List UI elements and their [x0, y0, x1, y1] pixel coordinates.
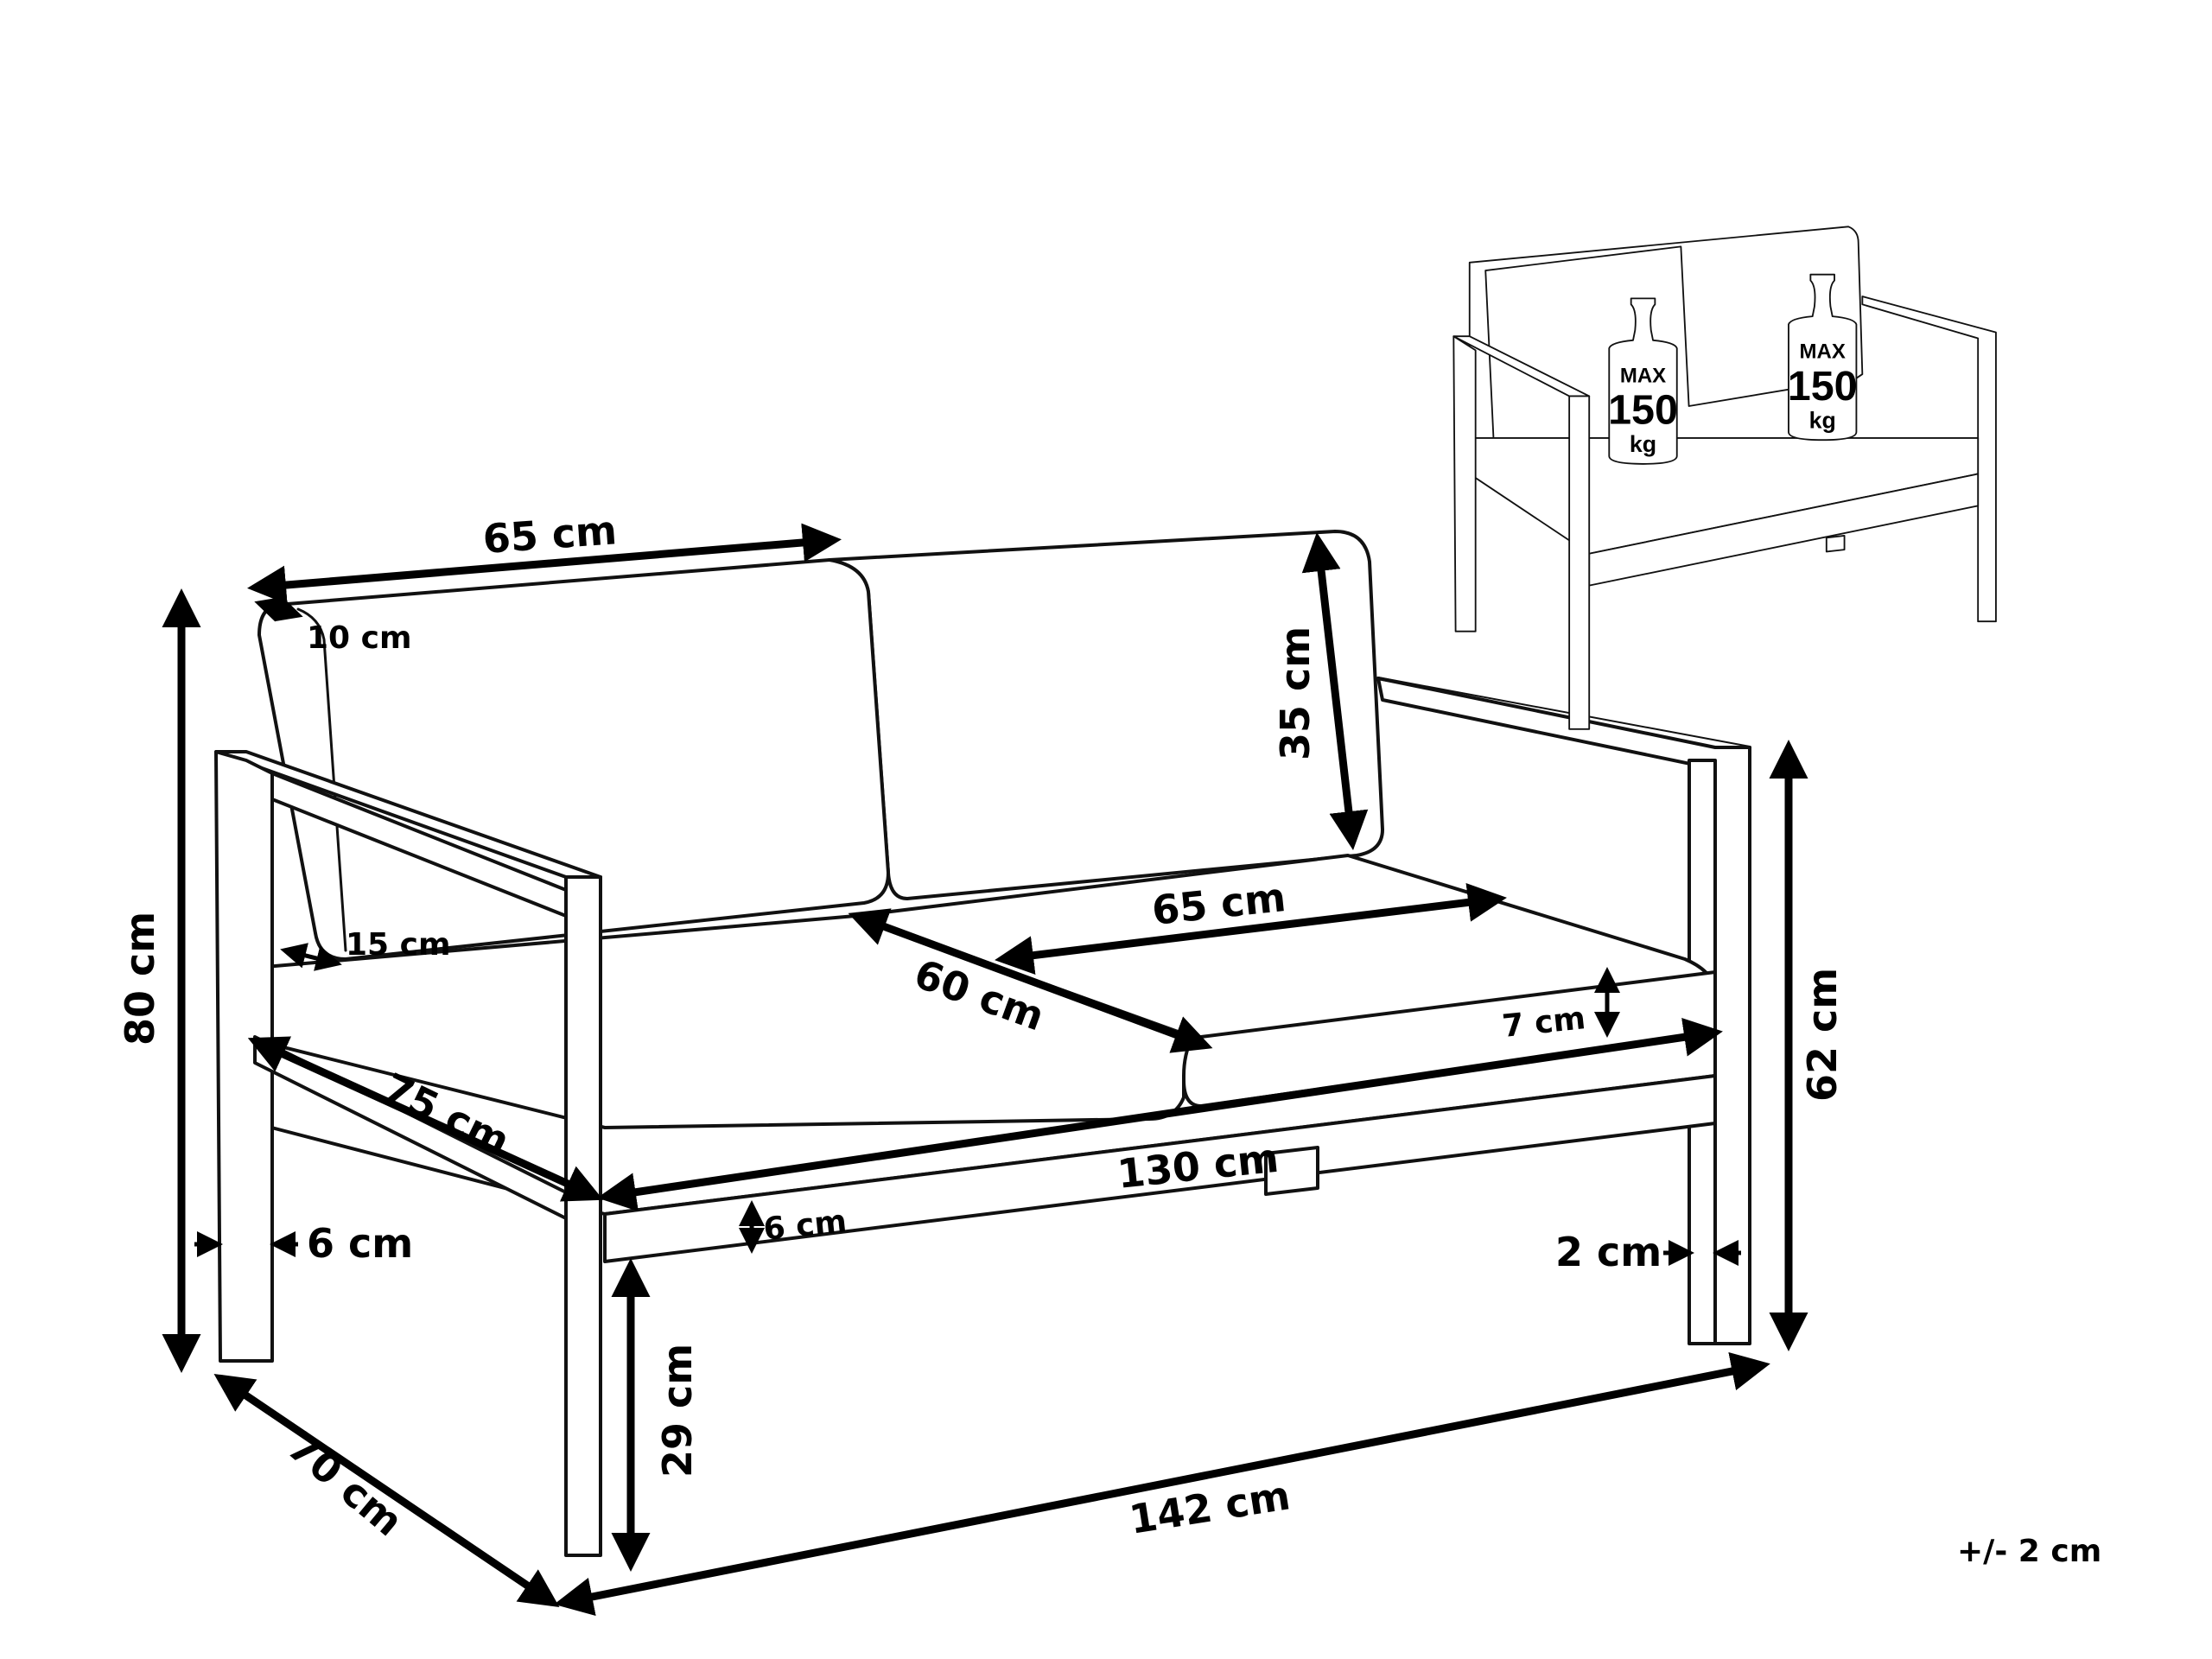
tolerance-note: +/- 2 cm — [1957, 1534, 2101, 1569]
weight-icon-left: MAX 150 kg — [1608, 297, 1678, 465]
inner-depth-arrow — [247, 1036, 604, 1202]
label-cushion-thickness: 7 cm — [1501, 1001, 1587, 1045]
label-backrest-height: 35 cm — [1272, 626, 1319, 760]
weight-value: 150 — [1788, 363, 1858, 410]
label-backrest-bottom-depth: 15 cm — [346, 927, 450, 963]
weight-unit: kg — [1809, 407, 1836, 433]
label-backrest-width: 65 cm — [481, 506, 619, 563]
weight-icon-right: MAX 150 kg — [1788, 273, 1858, 442]
backrest-width-arrow — [247, 523, 842, 605]
weight-max-label: MAX — [1620, 364, 1666, 387]
label-leg-width: 6 cm — [307, 1220, 413, 1267]
label-rail-height: 6 cm — [762, 1204, 849, 1248]
weight-unit: kg — [1630, 431, 1656, 457]
label-total-depth: 70 cm — [279, 1423, 412, 1545]
weight-value: 150 — [1608, 387, 1678, 434]
seat-width-arrow — [995, 883, 1507, 975]
label-armrest-height: 62 cm — [1799, 968, 1846, 1102]
label-total-height: 80 cm — [117, 912, 163, 1046]
backrest-cushions — [257, 530, 1384, 961]
backrest-height-arrow — [1301, 532, 1369, 850]
backrest-bottom-depth-arrow — [280, 943, 342, 971]
inner-width-arrow — [597, 1018, 1723, 1211]
total-depth-arrow — [213, 1373, 560, 1608]
weight-capacity-inset: MAX 150 kg MAX 150 kg — [1452, 226, 1997, 730]
weight-max-label: MAX — [1800, 340, 1846, 364]
total-width-arrow — [554, 1351, 1770, 1617]
label-arm-thickness: 2 cm — [1555, 1229, 1662, 1275]
label-backrest-thickness: 10 cm — [307, 620, 411, 656]
sofa-main-drawing — [214, 530, 1751, 1557]
dimension-lines — [162, 523, 1808, 1617]
label-ground-clearance: 29 cm — [654, 1344, 701, 1478]
backrest-thickness-arrow — [254, 596, 303, 622]
